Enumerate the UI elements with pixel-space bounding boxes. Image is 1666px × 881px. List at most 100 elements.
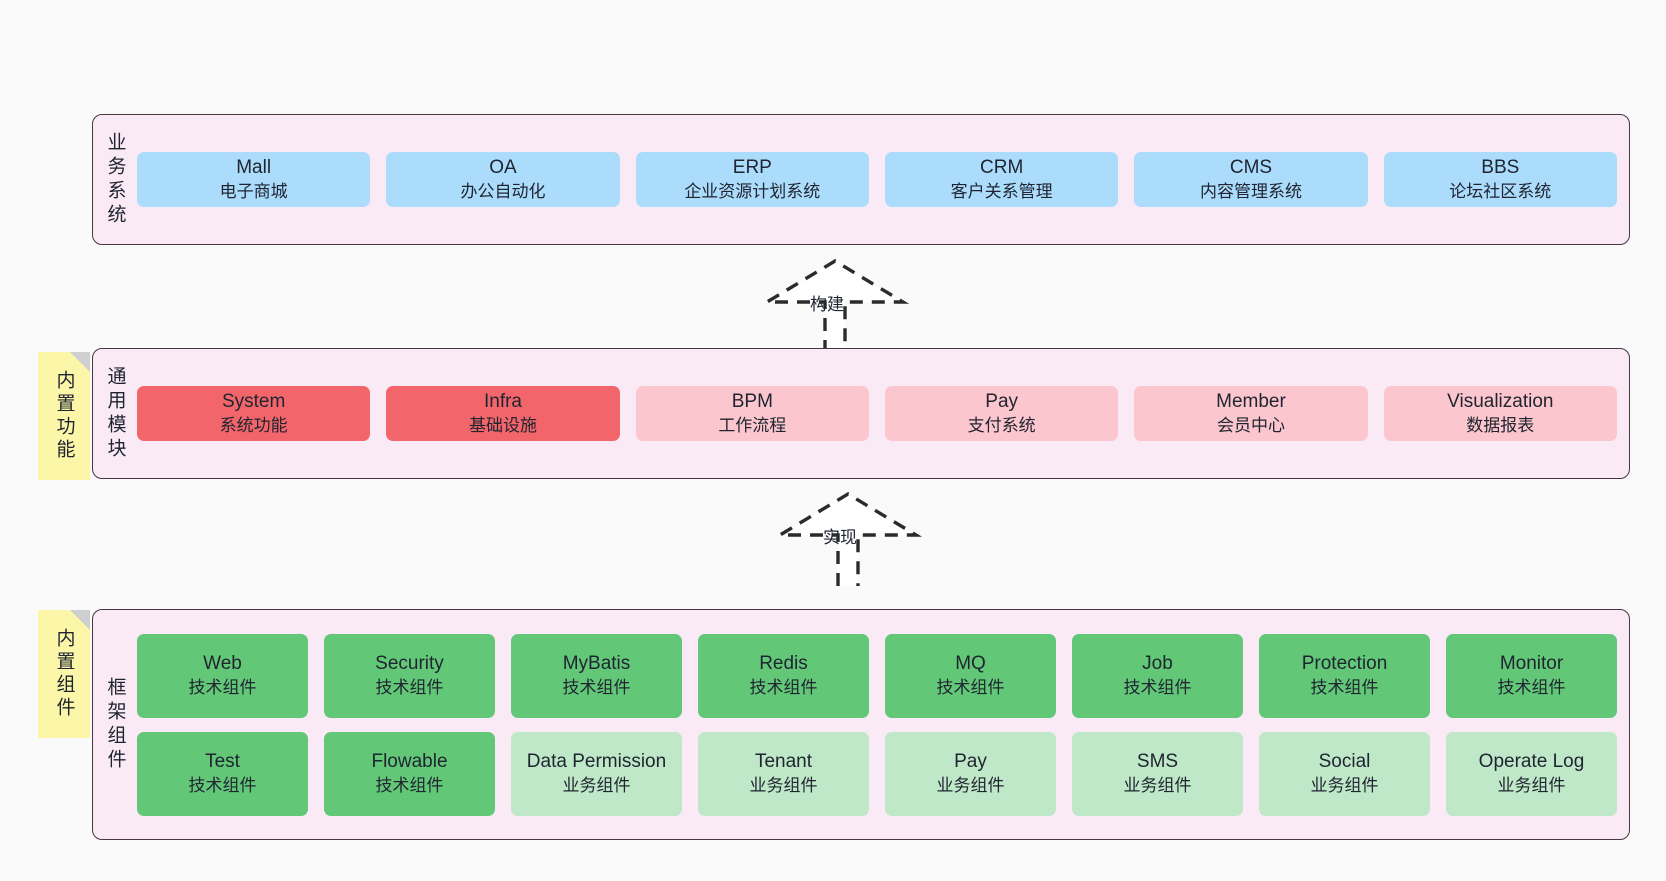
box-name: Social — [1318, 751, 1371, 773]
box-name: Pay — [985, 391, 1019, 413]
box-name: MyBatis — [562, 653, 631, 675]
note-builtin-function-label: 内置功能 — [53, 370, 75, 462]
box-desc: 业务组件 — [1310, 775, 1379, 795]
box-name: Protection — [1301, 653, 1388, 675]
box-desc: 论坛社区系统 — [1449, 181, 1552, 201]
box-name: Web — [203, 653, 242, 675]
note-builtin-function: 内置功能 — [38, 352, 90, 480]
note-builtin-component-label: 内置组件 — [53, 628, 75, 720]
box-name: Job — [1142, 653, 1173, 675]
connector-build-label: 构建 — [810, 295, 844, 314]
box-desc: 技术组件 — [1497, 677, 1566, 697]
box-name: Security — [375, 653, 444, 675]
box-name: Pay — [954, 751, 987, 773]
box-desc: 数据报表 — [1466, 415, 1535, 435]
layer-business-system-title: 业务系统 — [104, 131, 126, 228]
box-name: Visualization — [1447, 391, 1554, 413]
box-desc: 企业资源计划系统 — [684, 181, 821, 201]
note-fold-corner-icon — [70, 610, 90, 630]
box-desc: 办公自动化 — [460, 181, 546, 201]
box-desc: 业务组件 — [936, 775, 1005, 795]
box-desc: 支付系统 — [967, 415, 1036, 435]
box-name: System — [221, 391, 286, 413]
box-name: Operate Log — [1478, 751, 1585, 773]
box-name: SMS — [1136, 751, 1179, 773]
box-desc: 技术组件 — [375, 775, 444, 795]
box-desc: 客户关系管理 — [950, 181, 1053, 201]
box-desc: 工作流程 — [718, 415, 787, 435]
box-desc: 业务组件 — [1497, 775, 1566, 795]
box-desc: 会员中心 — [1216, 415, 1285, 435]
layer-framework-component-title: 框架组件 — [104, 676, 126, 773]
box-name: OA — [489, 157, 517, 179]
box-desc: 基础设施 — [468, 415, 537, 435]
box-desc: 技术组件 — [562, 677, 631, 697]
box-name: Monitor — [1499, 653, 1564, 675]
box-name: Tenant — [754, 751, 813, 773]
box-name: ERP — [732, 157, 772, 179]
note-fold-corner-icon — [70, 352, 90, 372]
box-name: BPM — [731, 391, 773, 413]
box-name: CRM — [980, 157, 1024, 179]
box-desc: 技术组件 — [1310, 677, 1379, 697]
box-desc: 技术组件 — [936, 677, 1005, 697]
box-desc: 业务组件 — [1123, 775, 1192, 795]
box-name: Flowable — [371, 751, 448, 773]
box-desc: 业务组件 — [562, 775, 631, 795]
box-name: BBS — [1481, 157, 1520, 179]
note-builtin-component: 内置组件 — [38, 610, 90, 738]
box-name: Test — [205, 751, 240, 773]
box-desc: 技术组件 — [188, 677, 257, 697]
box-desc: 技术组件 — [375, 677, 444, 697]
connector-implement-label: 实现 — [823, 528, 857, 547]
box-name: Mall — [236, 157, 272, 179]
box-desc: 系统功能 — [219, 415, 288, 435]
box-desc: 技术组件 — [188, 775, 257, 795]
box-desc: 技术组件 — [1123, 677, 1192, 697]
box-desc: 内容管理系统 — [1199, 181, 1302, 201]
box-desc: 业务组件 — [749, 775, 818, 795]
box-name: MQ — [955, 653, 986, 675]
box-name: Redis — [759, 653, 808, 675]
